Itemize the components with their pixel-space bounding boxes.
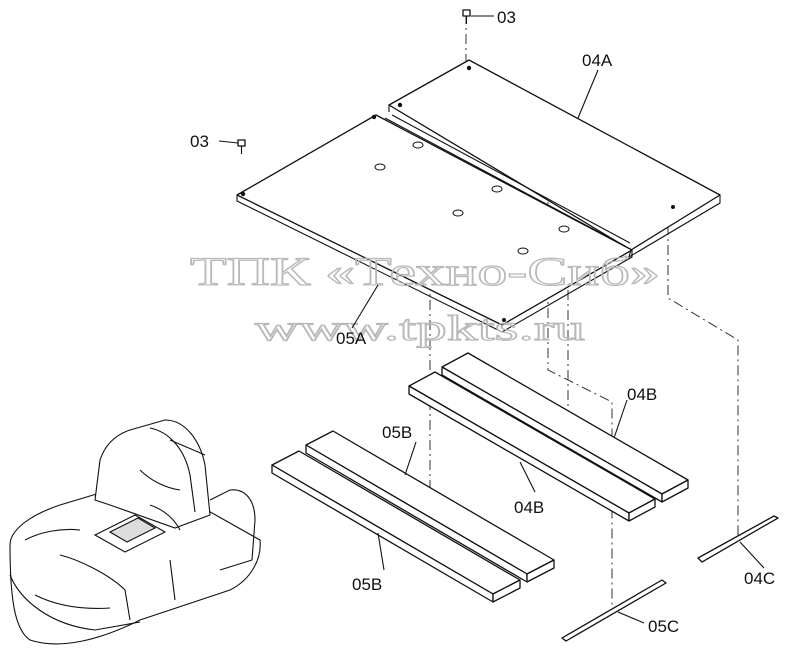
label-cover-04a: 04A xyxy=(582,51,613,70)
pad-05b-lower xyxy=(271,450,521,603)
bolt-03-left xyxy=(237,139,246,154)
watermark-line2: www.tpkts.ru xyxy=(255,308,585,348)
label-pad-04b-upper: 04B xyxy=(627,385,657,404)
bolt-03-top xyxy=(462,9,471,24)
label-strip-04c: 04C xyxy=(744,569,775,588)
strip-05c xyxy=(561,579,667,642)
label-pad-04b-lower: 04B xyxy=(514,498,544,517)
pad-04b-upper xyxy=(441,352,689,503)
strip-04c xyxy=(697,515,779,563)
cover-panel-05a xyxy=(236,114,633,333)
part-labels: 03 03 04A 05A 04B 04B 05B 05B 04C 05C xyxy=(190,8,775,636)
label-bolt-left: 03 xyxy=(190,132,209,151)
watermark-line1: ТПК «Техно-Сиб» xyxy=(190,249,660,294)
cover-panel-04a xyxy=(388,59,721,259)
label-pad-05b-upper: 05B xyxy=(382,423,412,442)
leader-lines xyxy=(218,15,765,624)
watermark: ТПК «Техно-Сиб» www.tpkts.ru xyxy=(189,248,660,348)
machine-overview-sketch xyxy=(9,419,261,645)
pad-05b-upper xyxy=(305,430,555,583)
pad-04b-lower xyxy=(408,371,656,522)
label-pad-05b-lower: 05B xyxy=(352,575,382,594)
label-strip-05c: 05C xyxy=(648,617,679,636)
panel-holes xyxy=(374,141,570,255)
label-bolt-top: 03 xyxy=(497,8,516,27)
label-cover-05a: 05A xyxy=(336,329,367,348)
